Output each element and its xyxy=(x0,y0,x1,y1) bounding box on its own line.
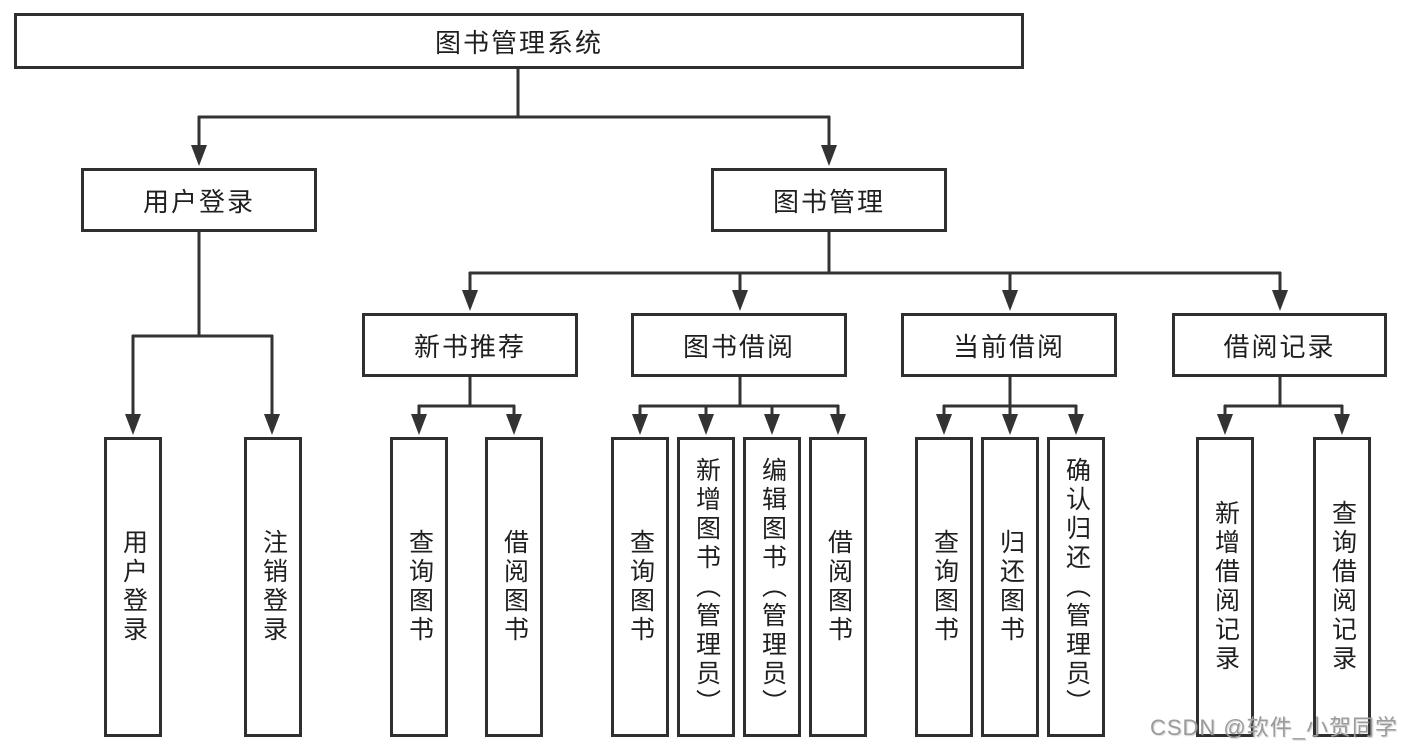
node-current-borrow-label: 当前借阅 xyxy=(952,331,1065,362)
node-leaf-logout-label: 注销登录 xyxy=(259,529,288,645)
node-leaf-current-return-label: 归还图书 xyxy=(996,529,1025,645)
node-borrow-record: 借阅记录 xyxy=(1172,313,1387,377)
connector-login-children xyxy=(125,230,280,435)
node-book-borrow: 图书借阅 xyxy=(631,313,847,377)
node-borrow-record-label: 借阅记录 xyxy=(1223,331,1336,362)
node-leaf-current-return: 归还图书 xyxy=(981,437,1039,737)
node-leaf-logout: 注销登录 xyxy=(244,437,302,737)
node-leaf-borrow-add-label: 新增图书（管理员） xyxy=(692,456,721,718)
connector-record-children xyxy=(1217,375,1350,435)
node-leaf-current-confirm-return-label: 确认归还（管理员） xyxy=(1062,456,1091,718)
node-book-borrow-label: 图书借阅 xyxy=(682,331,795,362)
connector-borrow-children xyxy=(632,375,846,435)
node-leaf-borrow-edit-label: 编辑图书（管理员） xyxy=(758,456,787,718)
node-leaf-borrow-borrow-label: 借阅图书 xyxy=(824,529,853,645)
node-leaf-newbook-borrow: 借阅图书 xyxy=(485,437,543,737)
node-leaf-record-query: 查询借阅记录 xyxy=(1313,437,1371,737)
node-leaf-current-query-label: 查询图书 xyxy=(930,529,959,645)
node-leaf-borrow-borrow: 借阅图书 xyxy=(809,437,867,737)
node-leaf-record-add: 新增借阅记录 xyxy=(1196,437,1254,737)
node-leaf-borrow-edit: 编辑图书（管理员） xyxy=(743,437,801,737)
node-leaf-record-add-label: 新增借阅记录 xyxy=(1211,500,1240,674)
csdn-watermark: CSDN @软件_小贺同学 xyxy=(1149,715,1398,740)
connector-root-to-level2 xyxy=(191,67,837,166)
node-leaf-user-login-label: 用户登录 xyxy=(119,529,148,645)
node-new-book-recommend-label: 新书推荐 xyxy=(413,331,526,362)
node-book-management-label: 图书管理 xyxy=(772,186,885,217)
node-book-management: 图书管理 xyxy=(711,168,947,232)
node-leaf-borrow-query: 查询图书 xyxy=(611,437,669,737)
node-new-book-recommend: 新书推荐 xyxy=(362,313,578,377)
node-leaf-newbook-query: 查询图书 xyxy=(390,437,448,737)
node-leaf-current-confirm-return: 确认归还（管理员） xyxy=(1047,437,1105,737)
node-leaf-borrow-add: 新增图书（管理员） xyxy=(677,437,735,737)
node-leaf-current-query: 查询图书 xyxy=(915,437,973,737)
node-current-borrow: 当前借阅 xyxy=(901,313,1117,377)
node-system-root-label: 图书管理系统 xyxy=(434,27,603,58)
node-leaf-record-query-label: 查询借阅记录 xyxy=(1328,500,1357,674)
node-system-root: 图书管理系统 xyxy=(14,13,1024,69)
node-leaf-newbook-borrow-label: 借阅图书 xyxy=(500,529,529,645)
node-user-login-label: 用户登录 xyxy=(142,186,255,217)
connector-newbook-children xyxy=(411,375,522,435)
node-leaf-user-login: 用户登录 xyxy=(104,437,162,737)
connector-current-children xyxy=(936,375,1084,435)
node-leaf-borrow-query-label: 查询图书 xyxy=(626,529,655,645)
node-leaf-newbook-query-label: 查询图书 xyxy=(405,529,434,645)
node-user-login: 用户登录 xyxy=(81,168,317,232)
connector-mgmt-to-level3 xyxy=(462,230,1288,311)
